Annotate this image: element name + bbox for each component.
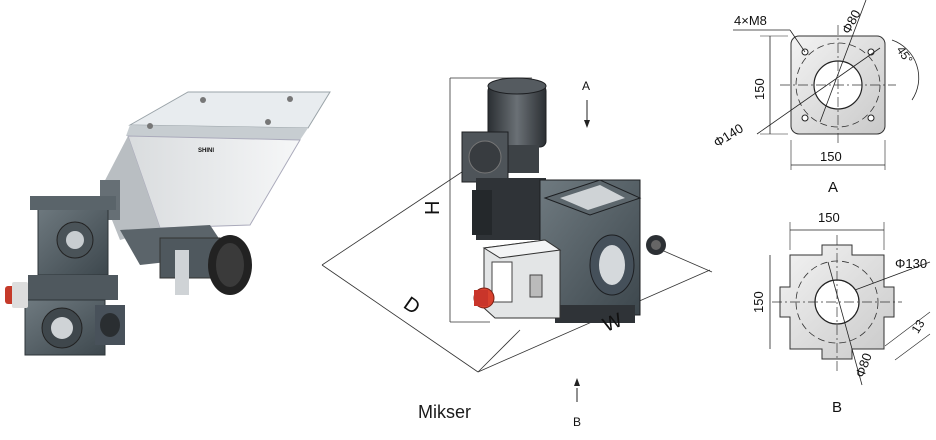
view-b-side-height: 150 xyxy=(751,291,766,313)
label-b: B xyxy=(573,415,581,429)
feeder-photo: SHINI xyxy=(5,91,331,356)
view-b-name: B xyxy=(832,399,842,416)
dimension-d xyxy=(321,264,479,373)
label-a: A xyxy=(582,79,590,93)
view-b: 150 Φ130 150 13 Φ80 B xyxy=(751,210,931,416)
view-b-bore: Φ80 xyxy=(852,351,875,379)
label-h: H xyxy=(422,201,444,215)
view-a: 4×M8 Φ80 45° 150 Φ140 150 A xyxy=(711,0,920,196)
view-a-width: 150 xyxy=(820,149,842,164)
view-a-angle: 45° xyxy=(894,43,916,66)
view-b-bolt-circle: Φ130 xyxy=(895,256,927,271)
view-b-width: 150 xyxy=(818,210,840,225)
label-d: D xyxy=(399,293,423,319)
view-a-holes: 4×M8 xyxy=(734,13,767,28)
view-a-bolt-circle: Φ140 xyxy=(711,121,746,151)
view-a-bore: Φ80 xyxy=(839,7,864,36)
brand-label: SHINI xyxy=(198,148,214,154)
product-caption: Mikser xyxy=(418,402,471,422)
view-a-side-height: 150 xyxy=(752,78,767,100)
mixer-drawing: H D W A B xyxy=(321,77,713,429)
view-b-slot: 13 xyxy=(909,317,928,336)
view-a-name: A xyxy=(828,179,838,196)
